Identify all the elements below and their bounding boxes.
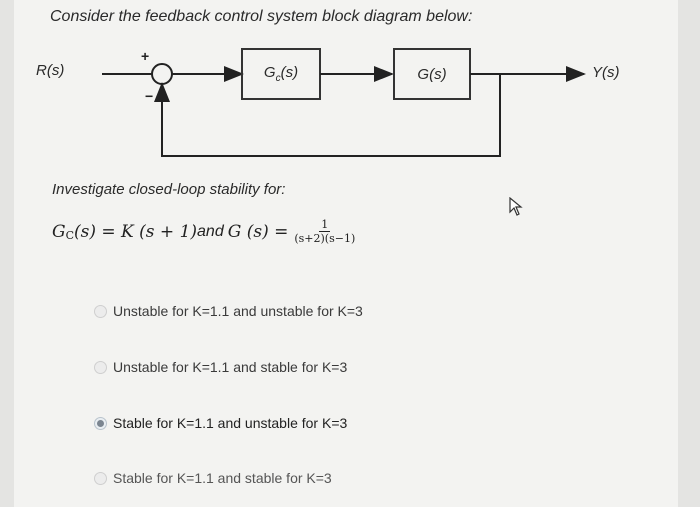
answer-option-3[interactable]: Stable for K=1.1 and unstable for K=3: [94, 412, 347, 434]
question-prompt: Consider the feedback control system blo…: [50, 8, 473, 25]
formula-and: and: [197, 223, 224, 240]
radio-button[interactable]: [94, 360, 107, 374]
transfer-function-formula: G C (s) = K (s + 1) and G (s) = 1 (s+2)(…: [52, 218, 355, 246]
formula-gc-expression: (s) = K (s + 1): [74, 222, 198, 242]
answer-option-2[interactable]: Unstable for K=1.1 and stable for K=3: [94, 356, 347, 378]
formula-gc-symbol: G: [52, 222, 66, 242]
radio-dot-icon: [97, 419, 104, 427]
instruction-text: Investigate closed-loop stability for:: [52, 181, 286, 198]
radio-button[interactable]: [94, 304, 107, 318]
feedback-path: [154, 74, 501, 157]
minus-sign: −: [145, 88, 154, 104]
controller-label: Gc(s): [263, 64, 299, 84]
radio-button[interactable]: [94, 471, 107, 485]
plus-sign: +: [141, 48, 150, 64]
formula-gc-subscript: C: [65, 228, 75, 242]
input-label: R(s): [36, 62, 65, 79]
radio-button-selected[interactable]: [94, 416, 107, 430]
answer-option-label: Unstable for K=1.1 and unstable for K=3: [113, 303, 363, 319]
summing-junction: [151, 63, 173, 85]
formula-g-lhs: G (s) =: [227, 222, 289, 242]
answer-option-label: Stable for K=1.1 and stable for K=3: [113, 470, 332, 486]
answer-option-label: Stable for K=1.1 and unstable for K=3: [113, 415, 348, 431]
answer-option-label: Unstable for K=1.1 and stable for K=3: [113, 359, 348, 375]
answer-option-1[interactable]: Unstable for K=1.1 and unstable for K=3: [94, 300, 363, 322]
mouse-pointer-icon: [509, 197, 523, 216]
plant-label: G(s): [417, 66, 447, 83]
block-diagram: [102, 48, 586, 157]
formula-numerator: 1: [319, 218, 331, 232]
answer-option-4[interactable]: Stable for K=1.1 and stable for K=3: [94, 467, 332, 489]
formula-fraction: 1 (s+2)(s−1): [294, 218, 355, 246]
formula-denominator: (s+2)(s−1): [294, 232, 356, 245]
question-card: Consider the feedback control system blo…: [14, 0, 678, 507]
output-label: Y(s): [592, 64, 620, 81]
